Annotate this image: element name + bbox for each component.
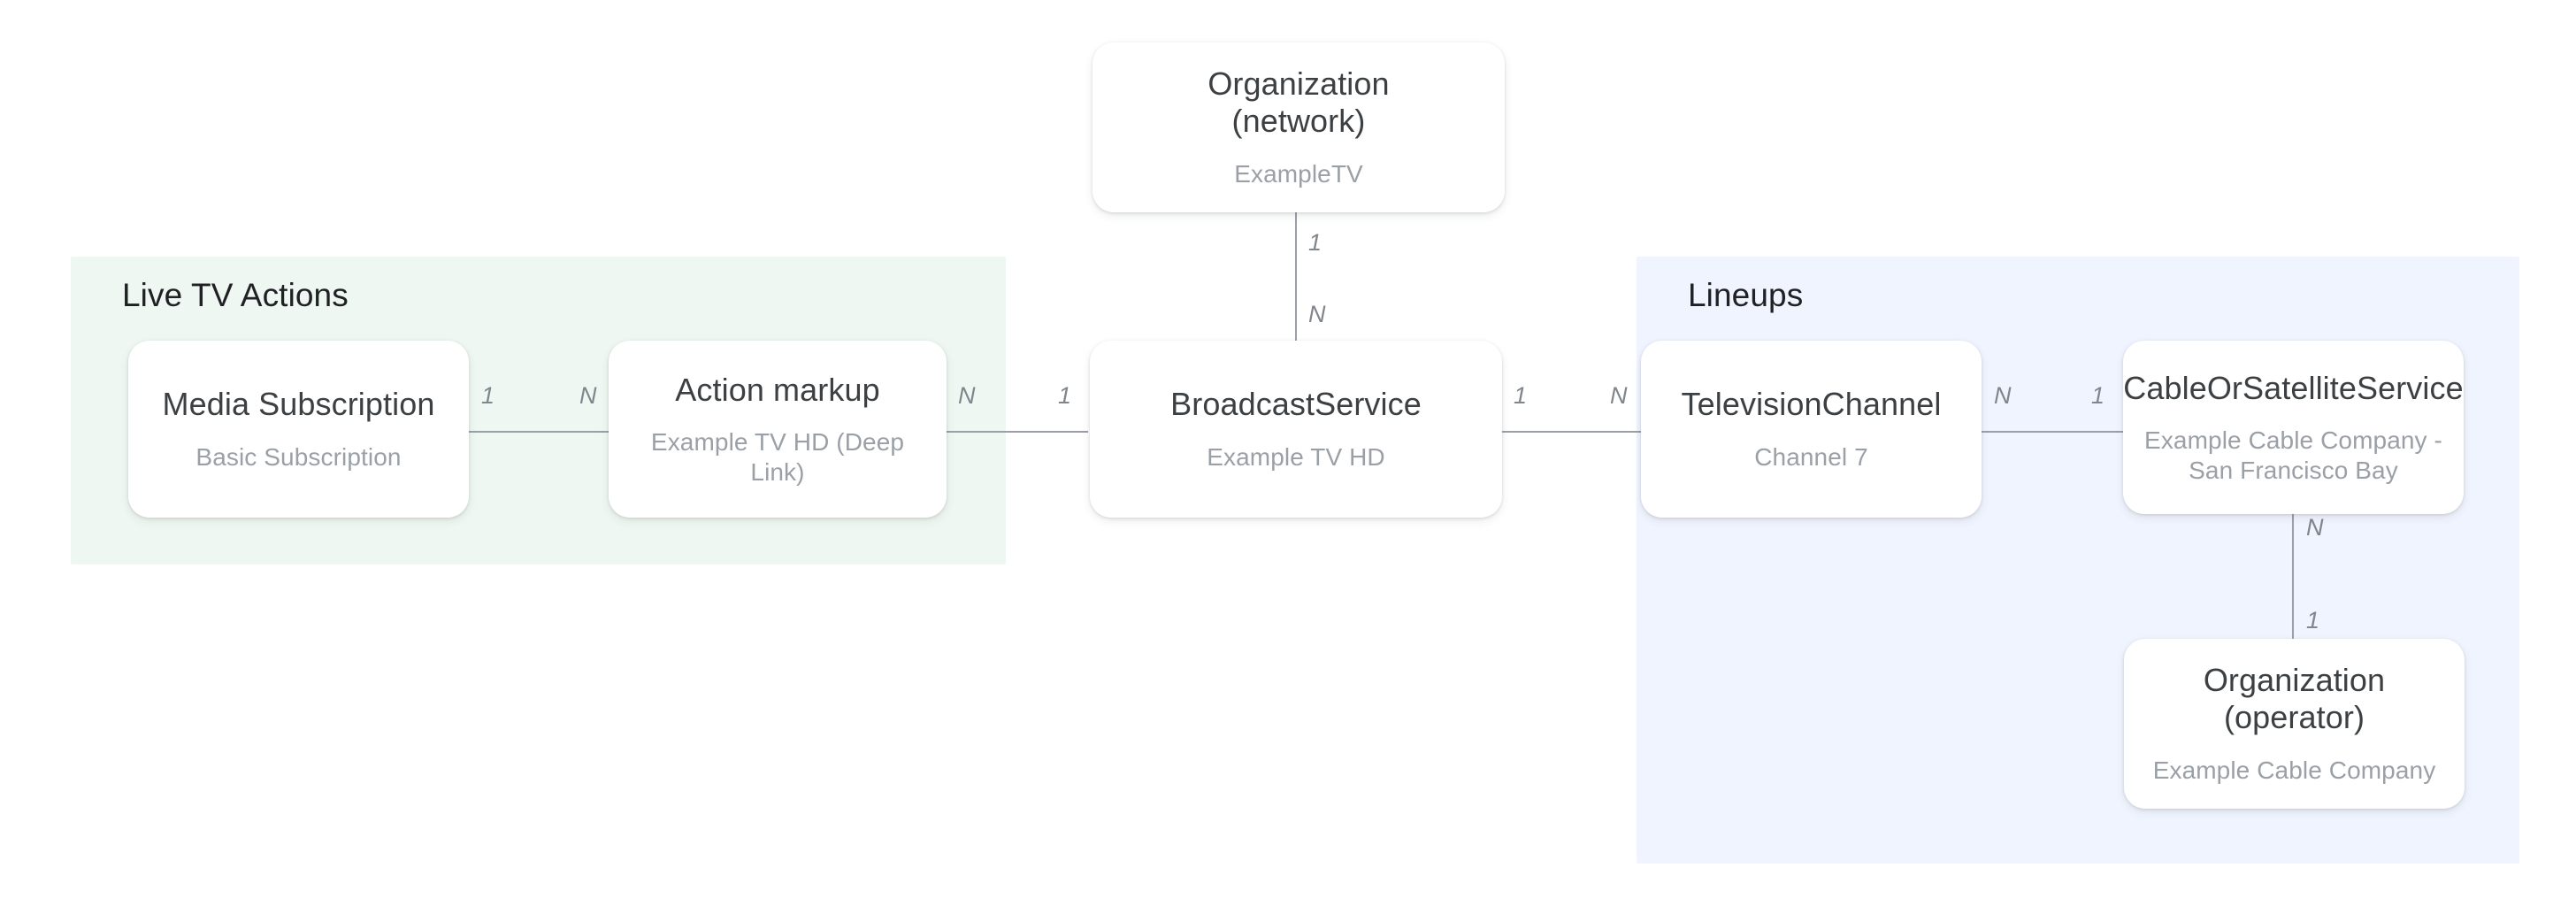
node-media-subscription[interactable]: Media Subscription Basic Subscription xyxy=(128,341,469,518)
edge-action-markup-broadcast-line xyxy=(945,431,1088,433)
edge-media-subscription-action-markup-cardinality-from: 1 xyxy=(481,382,495,409)
edge-media-subscription-action-markup-cardinality-to: N xyxy=(579,382,597,409)
edge-broadcast-television-channel-line xyxy=(1499,431,1641,433)
edge-org-network-broadcast-cardinality-to: N xyxy=(1308,301,1326,327)
node-media-subscription-title: Media Subscription xyxy=(162,386,435,423)
node-organization-network-title: Organization (network) xyxy=(1208,65,1390,140)
group-title-live-tv-actions: Live TV Actions xyxy=(122,277,349,313)
node-television-channel-subtitle: Channel 7 xyxy=(1754,443,1868,472)
node-organization-operator[interactable]: Organization (operator) Example Cable Co… xyxy=(2124,639,2465,809)
node-broadcast-service[interactable]: BroadcastService Example TV HD xyxy=(1090,341,1502,518)
node-organization-operator-title: Organization (operator) xyxy=(2203,662,2386,736)
edge-action-markup-broadcast-cardinality-to: 1 xyxy=(1058,382,1072,409)
node-action-markup[interactable]: Action markup Example TV HD (Deep Link) xyxy=(609,341,947,518)
edge-org-network-broadcast-cardinality-from: 1 xyxy=(1308,229,1322,256)
edge-television-channel-cable-cardinality-from: N xyxy=(1994,382,2012,409)
edge-media-subscription-action-markup-line xyxy=(467,431,609,433)
node-broadcast-service-title: BroadcastService xyxy=(1170,386,1422,423)
node-organization-network[interactable]: Organization (network) ExampleTV xyxy=(1092,42,1505,212)
edge-org-network-broadcast-line xyxy=(1295,212,1297,342)
node-television-channel-title: TelevisionChannel xyxy=(1681,386,1942,423)
node-action-markup-subtitle: Example TV HD (Deep Link) xyxy=(650,428,905,486)
edge-cable-org-operator-line xyxy=(2292,511,2294,641)
node-organization-operator-subtitle: Example Cable Company xyxy=(2152,756,2436,784)
edge-action-markup-broadcast-cardinality-from: N xyxy=(958,382,976,409)
node-cable-or-satellite-service-subtitle: Example Cable Company - San Francisco Ba… xyxy=(2144,426,2442,484)
node-cable-or-satellite-service-title: CableOrSatelliteService xyxy=(2123,369,2464,406)
edge-broadcast-television-channel-cardinality-to: N xyxy=(1610,382,1628,409)
node-cable-or-satellite-service[interactable]: CableOrSatelliteService Example Cable Co… xyxy=(2123,341,2464,514)
edge-television-channel-cable-line xyxy=(1982,431,2125,433)
node-broadcast-service-subtitle: Example TV HD xyxy=(1207,443,1385,472)
edge-broadcast-television-channel-cardinality-from: 1 xyxy=(1514,382,1528,409)
node-television-channel[interactable]: TelevisionChannel Channel 7 xyxy=(1641,341,1982,518)
node-action-markup-title: Action markup xyxy=(675,371,880,408)
edge-cable-org-operator-cardinality-to: 1 xyxy=(2306,607,2320,633)
node-media-subscription-subtitle: Basic Subscription xyxy=(196,443,402,472)
edge-television-channel-cable-cardinality-to: 1 xyxy=(2091,382,2105,409)
group-title-lineups: Lineups xyxy=(1688,277,1804,313)
node-organization-network-subtitle: ExampleTV xyxy=(1234,159,1363,188)
edge-cable-org-operator-cardinality-from: N xyxy=(2306,514,2324,541)
